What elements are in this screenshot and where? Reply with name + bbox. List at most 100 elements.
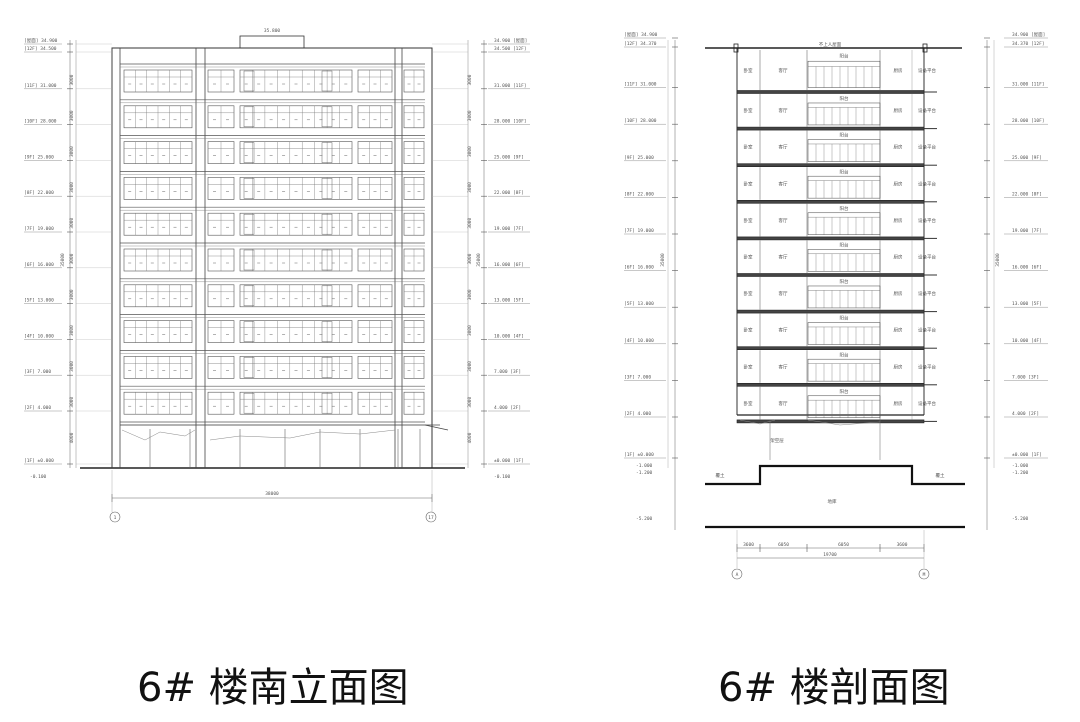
window-frame (357, 248, 393, 272)
story-dim-left: 3000 (69, 110, 75, 121)
total-height-dim-left: 35000 (60, 253, 66, 267)
door-panel (243, 142, 255, 163)
story-dim-left: 3000 (69, 182, 75, 193)
window-frame (239, 141, 353, 164)
window-group (807, 102, 881, 126)
window-frame (239, 105, 353, 129)
elevation-level-mark-right: 4.000 [2F] (494, 405, 521, 411)
elevation-level-mark-left: [10F] 28.000 (24, 119, 57, 125)
ground-room-label: 架空层 (770, 437, 784, 444)
room-label-balcony: 阳台 (840, 315, 849, 322)
window-frame (239, 284, 353, 308)
elevation-level-mark-left: [2F] 4.000 (24, 405, 51, 411)
elevation-level-mark-right: 31.000 [11F] (494, 83, 527, 89)
pilotis-shade (209, 429, 396, 441)
section-level-mark-right: ±0.000 [1F] (1012, 452, 1042, 458)
elevation-outline (111, 47, 433, 469)
window-group (807, 175, 881, 199)
room-label-balcony: 阳台 (840, 351, 849, 358)
door-panel (321, 106, 333, 128)
room-label-platform: 设备平台 (918, 290, 936, 297)
room-label-left: 卧室 (744, 290, 753, 297)
window-frame (357, 141, 393, 164)
room-label-kitchen: 厨房 (894, 144, 903, 151)
section-ground-mark: -1.200 (636, 470, 653, 476)
elevation-level-mark-left: [3F] 7.000 (24, 369, 51, 375)
room-label-balcony: 阳台 (840, 388, 849, 395)
room-label-balcony: 阳台 (840, 278, 849, 285)
section-total-height-right: 35000 (995, 253, 1001, 267)
elevation-level-mark-left: [8F] 22.000 (24, 190, 54, 196)
parapet (922, 43, 928, 53)
section-level-mark-right: 16.000 [6F] (1012, 265, 1042, 271)
elevation-level-mark-left: [6F] 16.000 (24, 262, 54, 268)
pilotis-shade (121, 429, 196, 441)
ground-profile (705, 464, 965, 486)
room-label-platform: 设备平台 (918, 363, 936, 370)
elevation-level-mark-right: 10.000 [4F] (494, 333, 524, 339)
room-label-living: 客厅 (779, 327, 788, 334)
axis-bubble-left (731, 568, 743, 580)
door-panel (321, 249, 333, 271)
door-panel (243, 213, 255, 235)
section-level-mark-right: 13.000 [5F] (1012, 301, 1042, 307)
section-level-mark-left: [7F] 19.000 (624, 228, 654, 234)
window-frame (357, 105, 393, 129)
floor-slab (736, 200, 925, 204)
window-frame (239, 391, 353, 415)
door-panel (321, 321, 333, 342)
room-label-kitchen: 厨房 (894, 254, 903, 261)
elevation-level-mark-right: 16.000 [6F] (494, 262, 524, 268)
door-panel (243, 178, 255, 199)
section-level-mark-left: [2F] 4.000 (624, 411, 651, 417)
room-label-living: 客厅 (779, 107, 788, 114)
room-label-balcony: 阳台 (840, 205, 849, 212)
section-ground-mark: -1.000 (1012, 463, 1029, 469)
section-level-mark-right: 10.000 [4F] (1012, 338, 1042, 344)
room-label-platform: 设备平台 (918, 144, 936, 151)
story-dim-right: 3000 (467, 217, 473, 228)
section-level-mark-left: [3F] 7.000 (624, 374, 651, 380)
width-dim-text: 38000 (265, 491, 279, 497)
section-level-mark-right: 19.000 [7F] (1012, 228, 1042, 234)
room-label-left: 卧室 (744, 327, 753, 334)
room-label-kitchen: 厨房 (894, 290, 903, 297)
window-group (807, 60, 881, 88)
room-label-living: 客厅 (779, 290, 788, 297)
window-frame (357, 284, 393, 308)
section-level-mark-right: 28.000 [10F] (1012, 118, 1045, 124)
elevation-level-mark-right: ±0.000 [1F] (494, 458, 524, 464)
section-level-mark-right: 22.000 [8F] (1012, 191, 1042, 197)
section-caption: 6# 楼剖面图 (718, 665, 950, 711)
door-panel (321, 70, 333, 92)
elevation-level-mark-left: [7F] 19.000 (24, 226, 54, 232)
section-level-mark-right: 25.000 [9F] (1012, 155, 1042, 161)
room-label-left: 卧室 (744, 144, 753, 151)
elevation-level-mark-right: 25.000 [9F] (494, 154, 524, 160)
section-level-mark-left: [9F] 25.000 (624, 155, 654, 161)
window-group (807, 249, 881, 272)
window-frame (357, 320, 393, 343)
span-dim-text: 3600 (897, 542, 908, 548)
story-dim-left: 3000 (69, 253, 75, 264)
door-panel (243, 249, 255, 271)
parapet (733, 43, 739, 53)
axis-label-left: A (736, 572, 739, 578)
room-label-balcony: 阳台 (840, 132, 849, 139)
room-label-living: 客厅 (779, 144, 788, 151)
floor-slab (736, 236, 925, 241)
room-label-kitchen: 厨房 (894, 217, 903, 224)
roof-top-structure (239, 35, 305, 49)
section-basement-mark: -5.200 (636, 516, 653, 522)
story-dim-right: 3000 (467, 396, 473, 407)
room-label-living: 客厅 (779, 217, 788, 224)
axis-bubble-right (425, 511, 437, 523)
story-dim-left: 4000 (69, 432, 75, 443)
window-group (807, 212, 881, 235)
floor-slab (736, 90, 925, 94)
room-label-left: 卧室 (744, 107, 753, 114)
room-label-left: 卧室 (744, 180, 753, 187)
door-panel (243, 392, 255, 414)
window-group (807, 285, 881, 309)
